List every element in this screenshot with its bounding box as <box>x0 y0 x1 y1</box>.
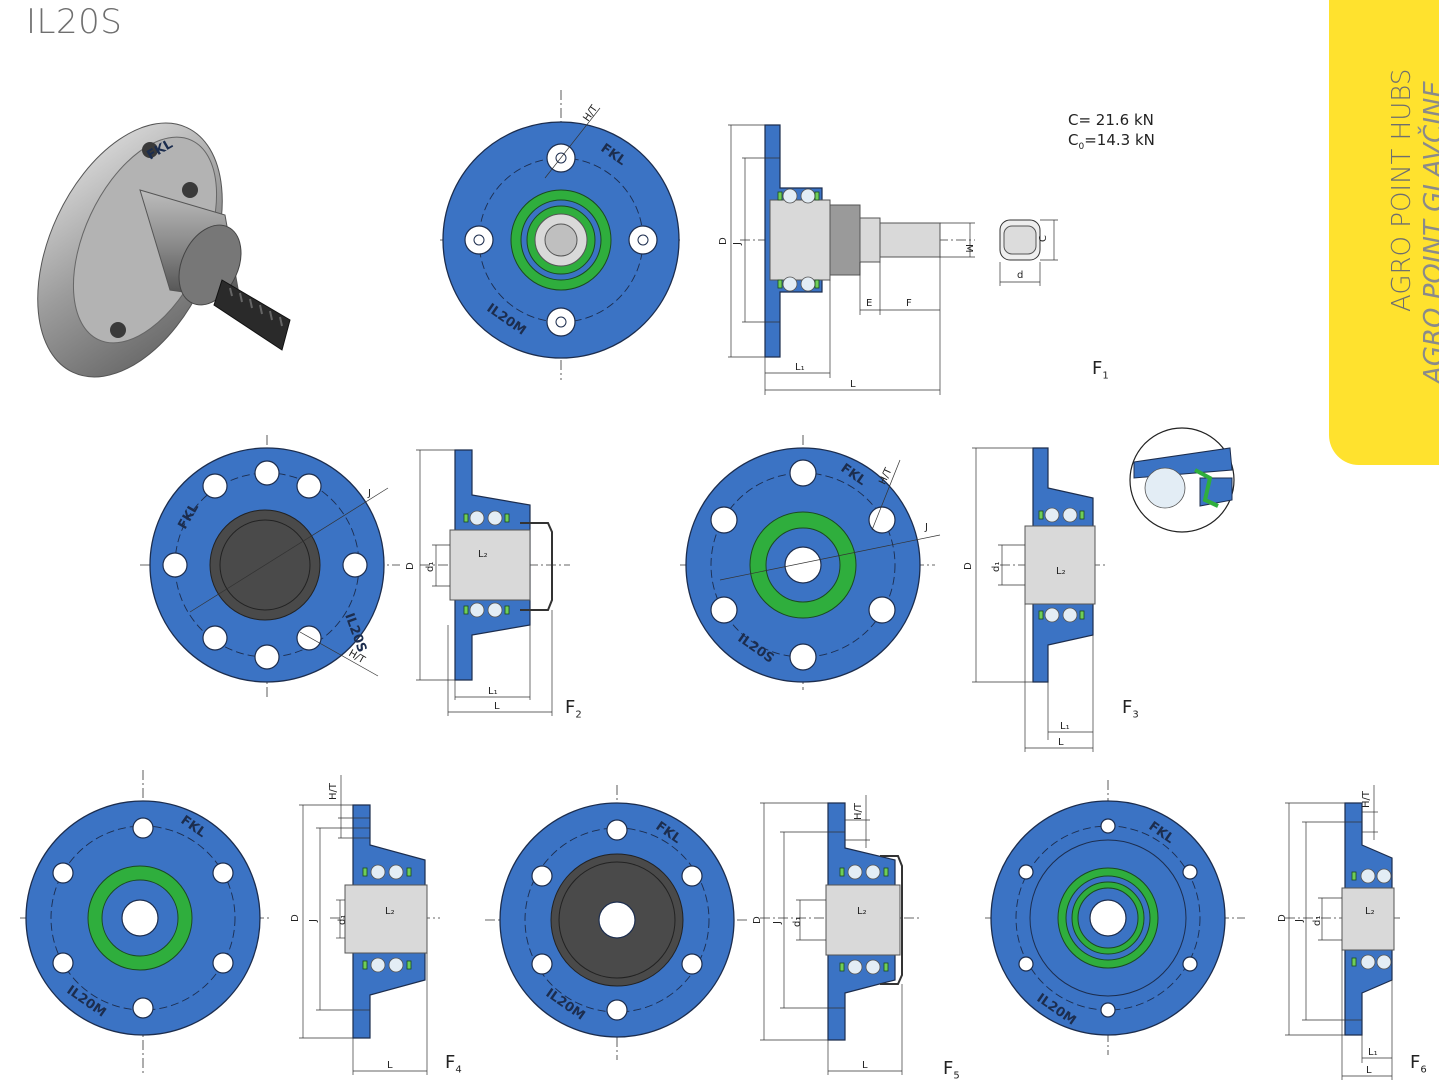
f5-front-view: FKL IL20M <box>485 785 750 1060</box>
svg-text:H/T: H/T <box>1361 790 1372 808</box>
svg-text:d: d <box>1017 270 1023 281</box>
svg-text:L₂: L₂ <box>385 906 395 917</box>
svg-text:F: F <box>906 298 912 309</box>
svg-text:L₁: L₁ <box>488 686 498 697</box>
svg-text:L₂: L₂ <box>1365 906 1375 917</box>
svg-text:E: E <box>866 298 872 309</box>
svg-text:d₁: d₁ <box>991 562 1002 572</box>
svg-text:D: D <box>405 562 416 570</box>
static-load-rating: C0=14.3 kN <box>1068 131 1155 152</box>
svg-text:D: D <box>290 914 301 922</box>
svg-text:L₂: L₂ <box>1056 566 1066 577</box>
svg-text:J: J <box>732 242 743 246</box>
svg-text:C: C <box>1038 235 1049 242</box>
svg-text:d₁: d₁ <box>337 915 348 925</box>
svg-text:D: D <box>752 916 763 924</box>
f6-section-view: D J d₁ L₂ H/T L₁ L <box>1277 785 1400 1080</box>
f3-front-view: FKL IL20S J H/T <box>680 435 941 690</box>
section-side-tab: AGRO POINT HUBS AGRO POINT GLAVČINE <box>1329 0 1439 465</box>
svg-text:J: J <box>367 488 371 499</box>
svg-text:d₁: d₁ <box>425 562 436 572</box>
svg-text:d₁: d₁ <box>792 917 803 927</box>
svg-text:L₁: L₁ <box>1368 1047 1378 1058</box>
f3-seal-detail <box>1129 427 1235 533</box>
svg-text:d₁: d₁ <box>1312 916 1323 926</box>
svg-text:D: D <box>1277 914 1288 922</box>
svg-text:D: D <box>718 237 729 245</box>
svg-text:L: L <box>494 701 500 712</box>
f1-front-view: FKL IL20M H/T <box>440 90 680 380</box>
svg-text:H/T: H/T <box>877 466 895 487</box>
page-title: IL20S <box>26 2 123 42</box>
svg-text:H/T: H/T <box>581 103 600 124</box>
svg-text:L₁: L₁ <box>795 362 805 373</box>
svg-text:H/T: H/T <box>853 802 864 820</box>
variant-label-f5: F5 <box>943 1058 960 1082</box>
svg-text:L₂: L₂ <box>857 906 867 917</box>
svg-text:L₁: L₁ <box>1060 721 1070 732</box>
svg-text:D: D <box>963 562 974 570</box>
load-ratings: C= 21.6 kN C0=14.3 kN <box>1068 110 1155 157</box>
f4-front-view: FKL IL20M <box>20 770 270 1075</box>
variant-label-f3: F3 <box>1122 697 1139 721</box>
svg-text:M: M <box>963 244 974 253</box>
svg-text:L₂: L₂ <box>478 549 488 560</box>
variant-label-f2: F2 <box>565 697 582 721</box>
svg-text:J: J <box>308 919 319 923</box>
svg-text:L: L <box>387 1060 393 1071</box>
variant-label-f4: F4 <box>445 1052 462 1076</box>
svg-text:J: J <box>924 522 928 533</box>
svg-text:L: L <box>862 1060 868 1071</box>
svg-text:H/T: H/T <box>328 782 339 800</box>
variant-label-f1: F1 <box>1092 358 1109 382</box>
f1-section-view: D J M E F L₁ L <box>718 124 975 395</box>
f2-front-view: FKL IL20S J H/T <box>140 435 400 700</box>
svg-text:J: J <box>772 921 783 925</box>
dynamic-load-rating: C= 21.6 kN <box>1068 111 1154 129</box>
f4-section-view: D J d₁ L₂ H/T L <box>290 775 440 1075</box>
svg-text:L: L <box>850 379 856 390</box>
f5-section-view: D J d₁ L₂ H/T L <box>752 795 920 1075</box>
product-photo: FKL <box>37 122 291 378</box>
f3-section-view: D d₁ L₂ L₁ L <box>963 447 1105 752</box>
f1-shaft-end-detail: C d <box>999 219 1058 286</box>
svg-text:J: J <box>1294 919 1305 923</box>
f2-section-view: D d₁ L₂ L₁ L <box>405 449 570 716</box>
svg-text:L: L <box>1058 737 1064 748</box>
variant-label-f6: F6 <box>1410 1052 1427 1076</box>
svg-text:L: L <box>1366 1065 1372 1076</box>
f6-front-view: FKL IL20M <box>985 780 1245 1055</box>
